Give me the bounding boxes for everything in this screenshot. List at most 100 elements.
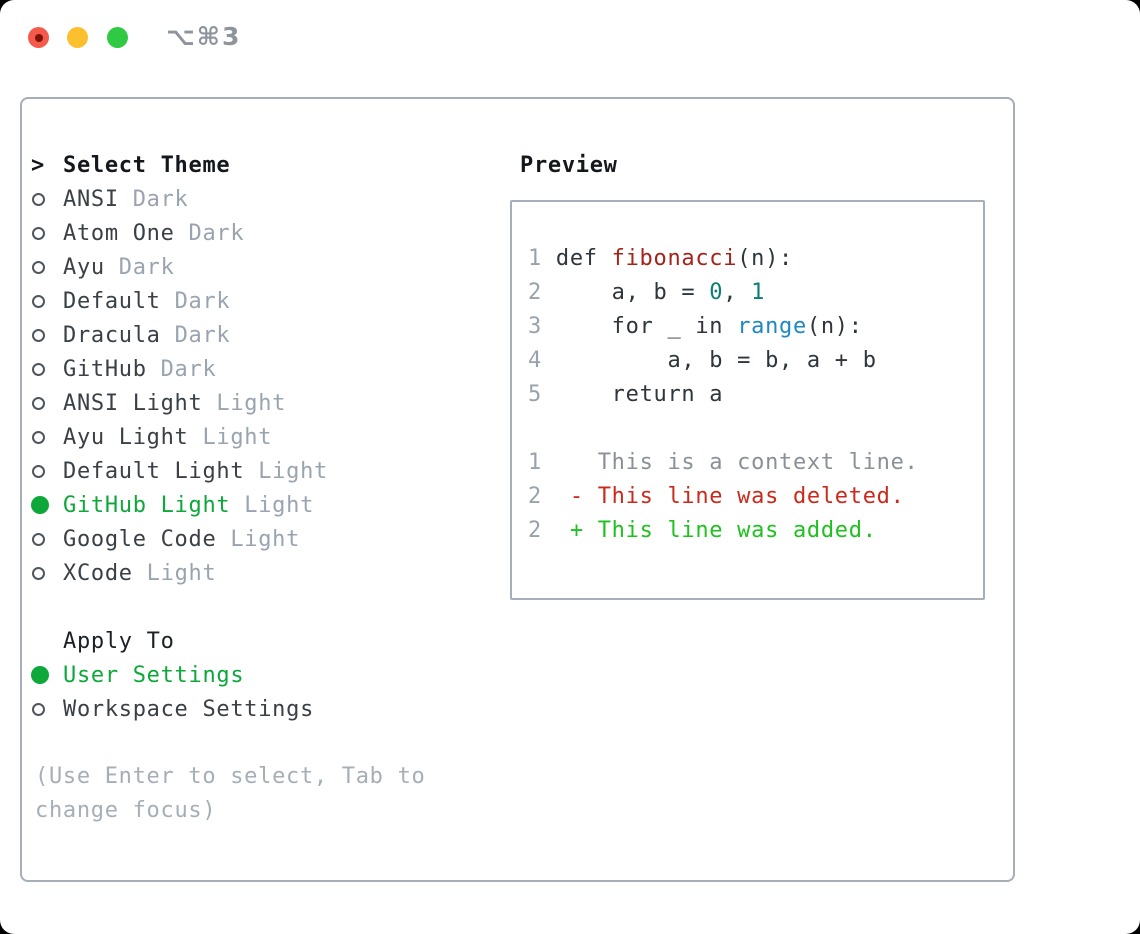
preview-header: Preview <box>520 152 618 178</box>
theme-option-default-light[interactable]: Default Light Light <box>31 454 477 488</box>
apply-option-label: Workspace Settings <box>63 696 315 722</box>
apply-to-header: Apply To <box>63 628 175 654</box>
code-segment-add: + This line was added. <box>569 518 877 543</box>
window-title: ⌥⌘3 <box>166 22 242 51</box>
radio-unselected-icon <box>31 226 63 240</box>
theme-variant-tag: Dark <box>174 220 245 246</box>
code-segment-lit: 1 <box>751 280 766 305</box>
code-line: 2 + This line was added. <box>528 514 983 548</box>
code-line: 4 a, b = b, a + b <box>528 344 983 378</box>
radio-circle <box>32 362 45 376</box>
minimize-button[interactable] <box>67 27 88 48</box>
preview-column: Preview 1 def fibonacci(n): 2 a, b = 0, 1… <box>500 148 1005 600</box>
code-line: 3 for _ in range(n): <box>528 310 983 344</box>
radio-circle <box>32 532 45 546</box>
theme-option-github-light[interactable]: GitHub Light Light <box>31 488 477 522</box>
code-line: 1 def fibonacci(n): <box>528 242 983 276</box>
apply-option-label: User Settings <box>63 662 245 688</box>
theme-option-default[interactable]: Default Dark <box>31 284 477 318</box>
code-segment-code: (n): <box>737 246 793 271</box>
theme-option-dracula[interactable]: Dracula Dark <box>31 318 477 352</box>
code-segment-del: - This line was deleted. <box>569 484 905 509</box>
theme-variant-tag: Light <box>216 526 301 552</box>
apply-to-header-row: Apply To <box>31 624 477 658</box>
theme-name: Dracula <box>63 322 161 348</box>
hint-line-2: change focus) <box>35 798 217 823</box>
radio-circle <box>32 702 45 716</box>
radio-unselected-icon <box>31 362 63 376</box>
code-segment-builtin: range <box>737 314 807 339</box>
radio-circle <box>32 566 45 580</box>
theme-variant-tag: Dark <box>146 356 217 382</box>
code-segment-code: , <box>723 280 752 305</box>
spacer <box>31 726 477 760</box>
radio-circle <box>31 666 49 684</box>
code-segment-code: def <box>555 246 612 271</box>
radio-unselected-icon <box>31 294 63 308</box>
theme-option-ansi[interactable]: ANSI Dark <box>31 182 477 216</box>
theme-option-atom-one[interactable]: Atom One Dark <box>31 216 477 250</box>
radio-selected-icon <box>31 496 63 514</box>
code-segment-code: a, b = <box>541 280 710 305</box>
theme-name: Default <box>63 288 161 314</box>
code-segment-num: 2 <box>528 484 542 509</box>
radio-unselected-icon <box>31 702 63 716</box>
code-segment-num: 3 <box>528 314 542 339</box>
theme-variant-tag: Light <box>202 390 287 416</box>
zoom-button[interactable] <box>107 27 128 48</box>
code-segment-code <box>542 484 570 509</box>
hint-line-1: (Use Enter to select, Tab to <box>35 764 426 789</box>
focus-caret-icon: > <box>31 152 45 178</box>
radio-unselected-icon <box>31 464 63 478</box>
theme-option-github[interactable]: GitHub Dark <box>31 352 477 386</box>
radio-unselected-icon <box>31 328 63 342</box>
theme-option-google-code[interactable]: Google Code Light <box>31 522 477 556</box>
theme-name: Ayu <box>63 254 105 280</box>
theme-name: Default Light <box>63 458 245 484</box>
theme-option-ayu-light[interactable]: Ayu Light Light <box>31 420 477 454</box>
code-line: 2 - This line was deleted. <box>528 480 983 514</box>
theme-name: ANSI <box>63 186 119 212</box>
theme-option-ansi-light[interactable]: ANSI Light Light <box>31 386 477 420</box>
code-segment-num: 5 <box>528 382 542 407</box>
theme-option-ayu[interactable]: Ayu Dark <box>31 250 477 284</box>
radio-unselected-icon <box>31 260 63 274</box>
radio-circle <box>32 260 45 274</box>
theme-variant-tag: Dark <box>118 186 189 212</box>
radio-circle <box>32 226 45 240</box>
theme-name: XCode <box>63 560 133 586</box>
preview-box: 1 def fibonacci(n): 2 a, b = 0, 1 3 for _ … <box>510 200 985 600</box>
theme-variant-tag: Light <box>132 560 217 586</box>
code-segment-lit: 0 <box>709 280 724 305</box>
radio-circle <box>31 496 49 514</box>
radio-unselected-icon <box>31 430 63 444</box>
theme-variant-tag: Light <box>188 424 273 450</box>
code-segment-code: for _ in <box>541 314 738 339</box>
code-line: 5 return a <box>528 378 983 412</box>
apply-option-user-settings[interactable]: User Settings <box>31 658 477 692</box>
theme-option-xcode[interactable]: XCode Light <box>31 556 477 590</box>
theme-name: ANSI Light <box>63 390 203 416</box>
theme-variant-tag: Light <box>244 458 328 484</box>
code-segment-code: a, b = b, a + b <box>541 348 877 373</box>
radio-unselected-icon <box>31 396 63 410</box>
code-line: 1 This is a context line. <box>528 446 983 480</box>
title-bar: ⌥⌘3 <box>0 0 1140 74</box>
apply-option-workspace-settings[interactable]: Workspace Settings <box>31 692 477 726</box>
close-button[interactable] <box>28 27 49 48</box>
theme-name: GitHub <box>63 356 147 382</box>
code-segment-num: 2 <box>528 518 542 543</box>
theme-variant-tag: Dark <box>104 254 175 280</box>
code-segment-num: 4 <box>528 348 542 373</box>
theme-variant-tag: Dark <box>160 322 231 348</box>
theme-variant-tag: Dark <box>160 288 231 314</box>
spacer <box>31 590 477 624</box>
radio-circle <box>32 430 45 444</box>
code-segment-fn: fibonacci <box>611 246 738 271</box>
close-dot-icon <box>34 33 43 42</box>
radio-circle <box>32 464 45 478</box>
